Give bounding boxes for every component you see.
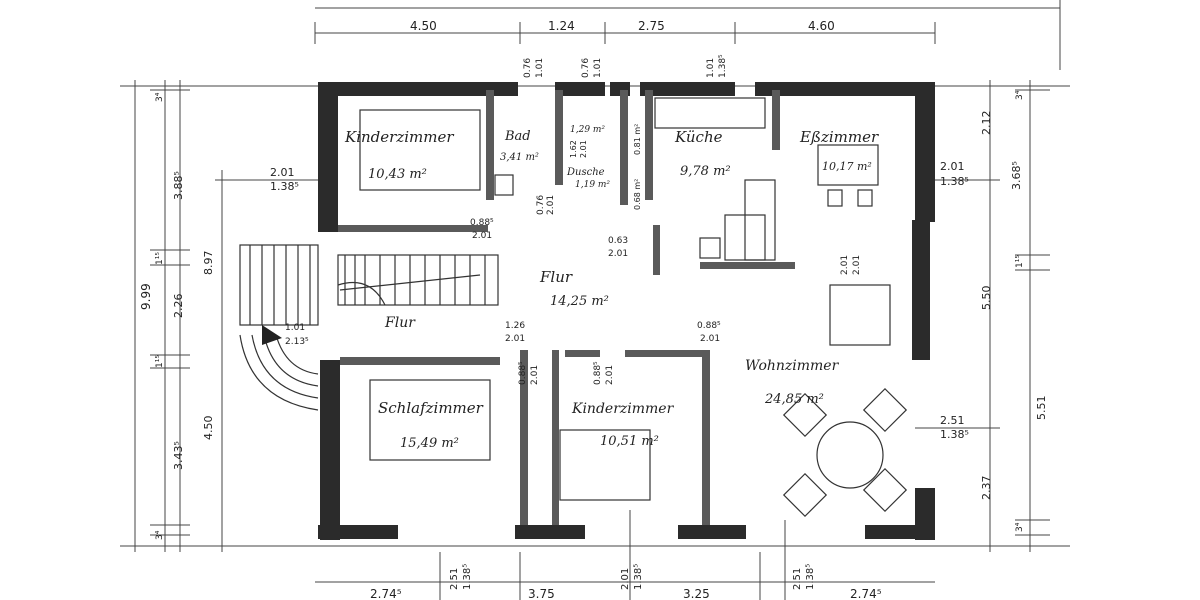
opening-6-b: 1.38⁵ — [805, 564, 816, 590]
door-2-b: 1.01 — [593, 58, 603, 78]
dimension-lines — [120, 0, 1070, 600]
room-labels: Kinderzimmer 10,43 m² Bad 3,41 m² 1,29 m… — [344, 125, 879, 451]
dim-bottom-3: 3.25 — [683, 587, 710, 600]
room-flur-main-area: 14,25 m² — [550, 294, 609, 309]
room-small-area: 1,19 m² — [575, 180, 610, 190]
door-6-b: 2.01 — [608, 249, 628, 259]
dim-top-3: 2.75 — [638, 19, 665, 33]
walls — [318, 82, 935, 540]
room-kueche-area: 9,78 m² — [680, 164, 731, 179]
door-7-b: 2.01 — [505, 334, 525, 344]
dim-left-8: 3⁴ — [155, 530, 165, 540]
door-2-a: 0.76 — [581, 58, 591, 78]
dim-right-3: 5.50 — [980, 286, 993, 311]
dim-right-2: 3.68⁵ — [1010, 161, 1023, 190]
area-12: 0.81 m² — [633, 124, 642, 155]
room-esszimmer-name: Eßzimmer — [799, 128, 879, 146]
door-10-a: 0.88⁵ — [697, 321, 721, 331]
room-wohnzimmer-area: 24,85 m² — [764, 392, 824, 407]
room-kinderzimmer-1-name: Kinderzimmer — [344, 128, 454, 146]
opening-2-b: 1.38⁵ — [940, 175, 969, 188]
door-14-b: 2.01 — [579, 140, 588, 158]
opening-7-a: 1.01 — [285, 323, 305, 333]
room-kinderzimmer-2-area: 10,51 m² — [600, 434, 659, 449]
room-wohnzimmer-name: Wohnzimmer — [745, 358, 840, 374]
dim-left-7: 3⁴ — [155, 92, 165, 102]
door-6-a: 0.63 — [608, 236, 628, 246]
door-7-a: 1.26 — [505, 321, 525, 331]
dim-right-1: 2.12 — [980, 111, 993, 136]
door-8-b: 2.01 — [530, 365, 540, 385]
room-bad-name: Bad — [504, 129, 531, 144]
door-11-a: 2.01 — [840, 255, 850, 275]
room-schlafzimmer-name: Schlafzimmer — [378, 399, 484, 417]
dim-left-4: 3.43⁵ — [172, 441, 185, 470]
dim-left-10: 1¹⁵ — [155, 355, 165, 368]
dim-top-2: 1.24 — [548, 19, 575, 33]
dim-right-7: 1¹⁵ — [1015, 255, 1025, 268]
dim-bottom-1: 2.74⁵ — [370, 587, 402, 600]
room-dusche-name: Dusche — [566, 167, 605, 178]
door-4-a: 0.88⁵ — [470, 218, 494, 228]
dimension-text: 4.50 1.24 2.75 4.60 2.74⁵ 3.75 3.25 2.74… — [139, 19, 1048, 600]
dim-bottom-4: 2.74⁵ — [850, 587, 882, 600]
room-flur-entry-name: Flur — [384, 315, 416, 331]
room-esszimmer-area: 10,17 m² — [822, 160, 872, 173]
door-11-b: 2.01 — [852, 255, 862, 275]
dim-right-6: 3⁴ — [1015, 90, 1025, 100]
opening-5-a: 2.01 — [620, 568, 631, 590]
staircase — [239, 244, 499, 411]
dim-left-6: 8.97 — [202, 251, 215, 276]
dim-left-2: 3.88⁵ — [172, 171, 185, 200]
dim-left-3: 2.26 — [172, 294, 185, 319]
opening-4-a: 2.51 — [449, 568, 460, 590]
dim-right-4: 5.51 — [1035, 396, 1048, 421]
door-9-b: 2.01 — [605, 365, 615, 385]
room-dusche-area: 1,29 m² — [570, 125, 605, 135]
room-kueche-name: Küche — [674, 128, 723, 146]
door-1-a: 0.76 — [523, 58, 533, 78]
room-schlafzimmer-area: 15,49 m² — [400, 436, 459, 451]
opening-5-b: 1.38⁵ — [633, 564, 644, 590]
door-4-b: 2.01 — [472, 231, 492, 241]
door-1-b: 1.01 — [535, 58, 545, 78]
door-9-a: 0.88⁵ — [593, 361, 603, 385]
room-flur-main-name: Flur — [539, 268, 573, 286]
door-14-a: 1.62 — [569, 140, 578, 158]
dim-top-1: 4.50 — [410, 19, 437, 33]
room-kinderzimmer-1-area: 10,43 m² — [368, 167, 427, 182]
door-3-b: 1.38⁵ — [718, 54, 728, 78]
door-3-a: 1.01 — [706, 58, 716, 78]
opening-3-b: 1.38⁵ — [940, 428, 969, 441]
door-5-a: 0.76 — [536, 195, 546, 215]
opening-7-b: 2.13⁵ — [285, 337, 309, 347]
door-8-a: 0.88⁵ — [518, 361, 528, 385]
dim-right-5: 2.37 — [980, 476, 993, 501]
opening-1-b: 1.38⁵ — [270, 180, 299, 193]
room-kinderzimmer-2-name: Kinderzimmer — [571, 401, 675, 417]
opening-6-a: 2.51 — [792, 568, 803, 590]
dim-right-8: 3⁴ — [1015, 522, 1025, 532]
room-bad-area: 3,41 m² — [500, 152, 539, 163]
opening-1-a: 2.01 — [270, 166, 295, 179]
dim-top-4: 4.60 — [808, 19, 835, 33]
dim-bottom-2: 3.75 — [528, 587, 555, 600]
door-10-b: 2.01 — [700, 334, 720, 344]
opening-4-b: 1.38⁵ — [462, 564, 473, 590]
opening-2-a: 2.01 — [940, 160, 965, 173]
dim-left-5: 4.50 — [202, 416, 215, 441]
area-13: 0.68 m² — [633, 179, 642, 210]
dim-left-total: 9.99 — [139, 283, 153, 310]
dim-left-9: 1¹⁵ — [155, 252, 165, 265]
furniture — [359, 97, 908, 518]
opening-3-a: 2.51 — [940, 414, 965, 427]
door-5-b: 2.01 — [546, 195, 556, 215]
